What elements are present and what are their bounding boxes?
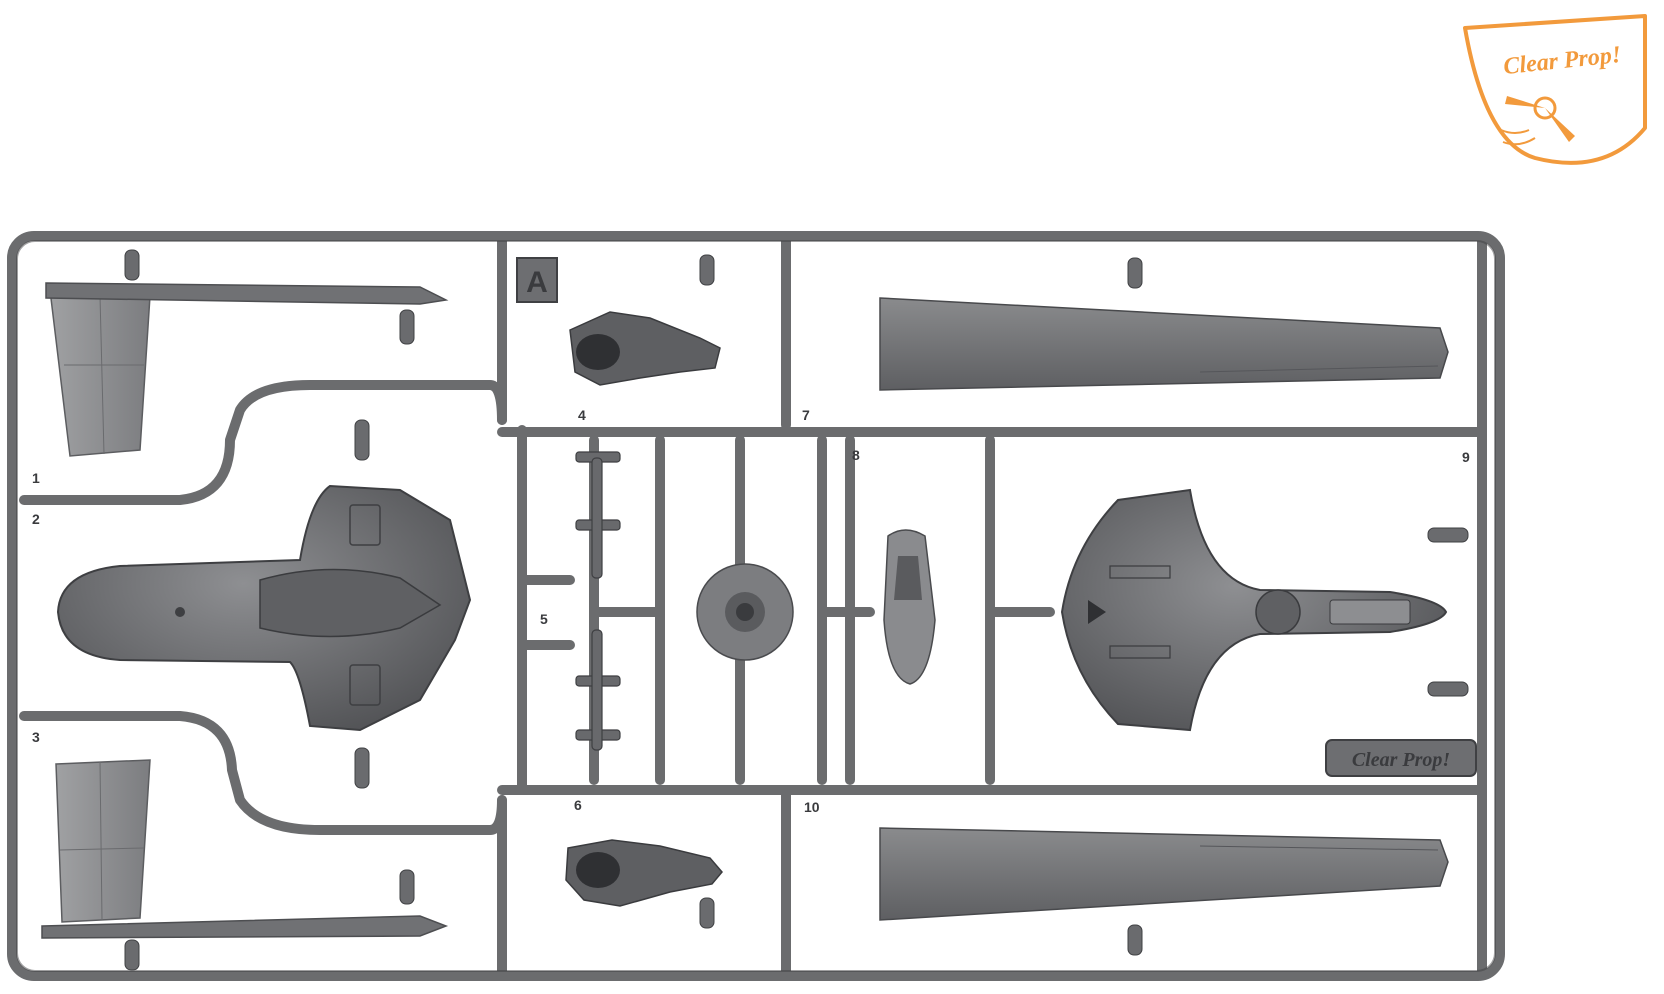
sprue-letter-tag: A: [516, 257, 558, 303]
part-number-9: 9: [1462, 449, 1470, 465]
part-number-7: 7: [802, 407, 810, 423]
sprue-gates: [124, 249, 1469, 971]
engine-cowl-lower: [565, 839, 723, 907]
clear-prop-logo: Clear Prop!: [1463, 14, 1647, 165]
logo-text: Clear Prop!: [1502, 42, 1622, 80]
wing-upper: [879, 297, 1449, 391]
sprue-frame-shadow: [16, 240, 1496, 972]
canopy-part: [883, 529, 936, 685]
fuselage-bottom-half: [1060, 488, 1448, 732]
part-number-4: 4: [578, 407, 586, 423]
part-number-5: 5: [540, 611, 548, 627]
part-number-8: 8: [852, 447, 860, 463]
tail-fin-lower: [41, 759, 449, 939]
part-number-6: 6: [574, 797, 582, 813]
engine-cowl-upper: [569, 311, 721, 386]
round-disc-part: [696, 563, 794, 661]
embossed-brand-text: Clear Prop!: [1352, 749, 1450, 771]
fuselage-top-half: [56, 484, 472, 732]
part-number-2: 2: [32, 511, 40, 527]
tail-fin-upper: [45, 282, 449, 457]
part-number-labels: 1 2 3 4 5 6 7 8 9 10: [32, 407, 1470, 815]
wing-lower: [879, 827, 1449, 921]
part-number-10: 10: [804, 799, 820, 815]
part-number-1: 1: [32, 470, 40, 486]
strut-parts: [575, 451, 621, 751]
propeller-icon: [1500, 96, 1575, 146]
sprue-letter: A: [526, 266, 548, 299]
embossed-brand-plate: Clear Prop!: [1325, 739, 1477, 777]
part-number-3: 3: [32, 729, 40, 745]
